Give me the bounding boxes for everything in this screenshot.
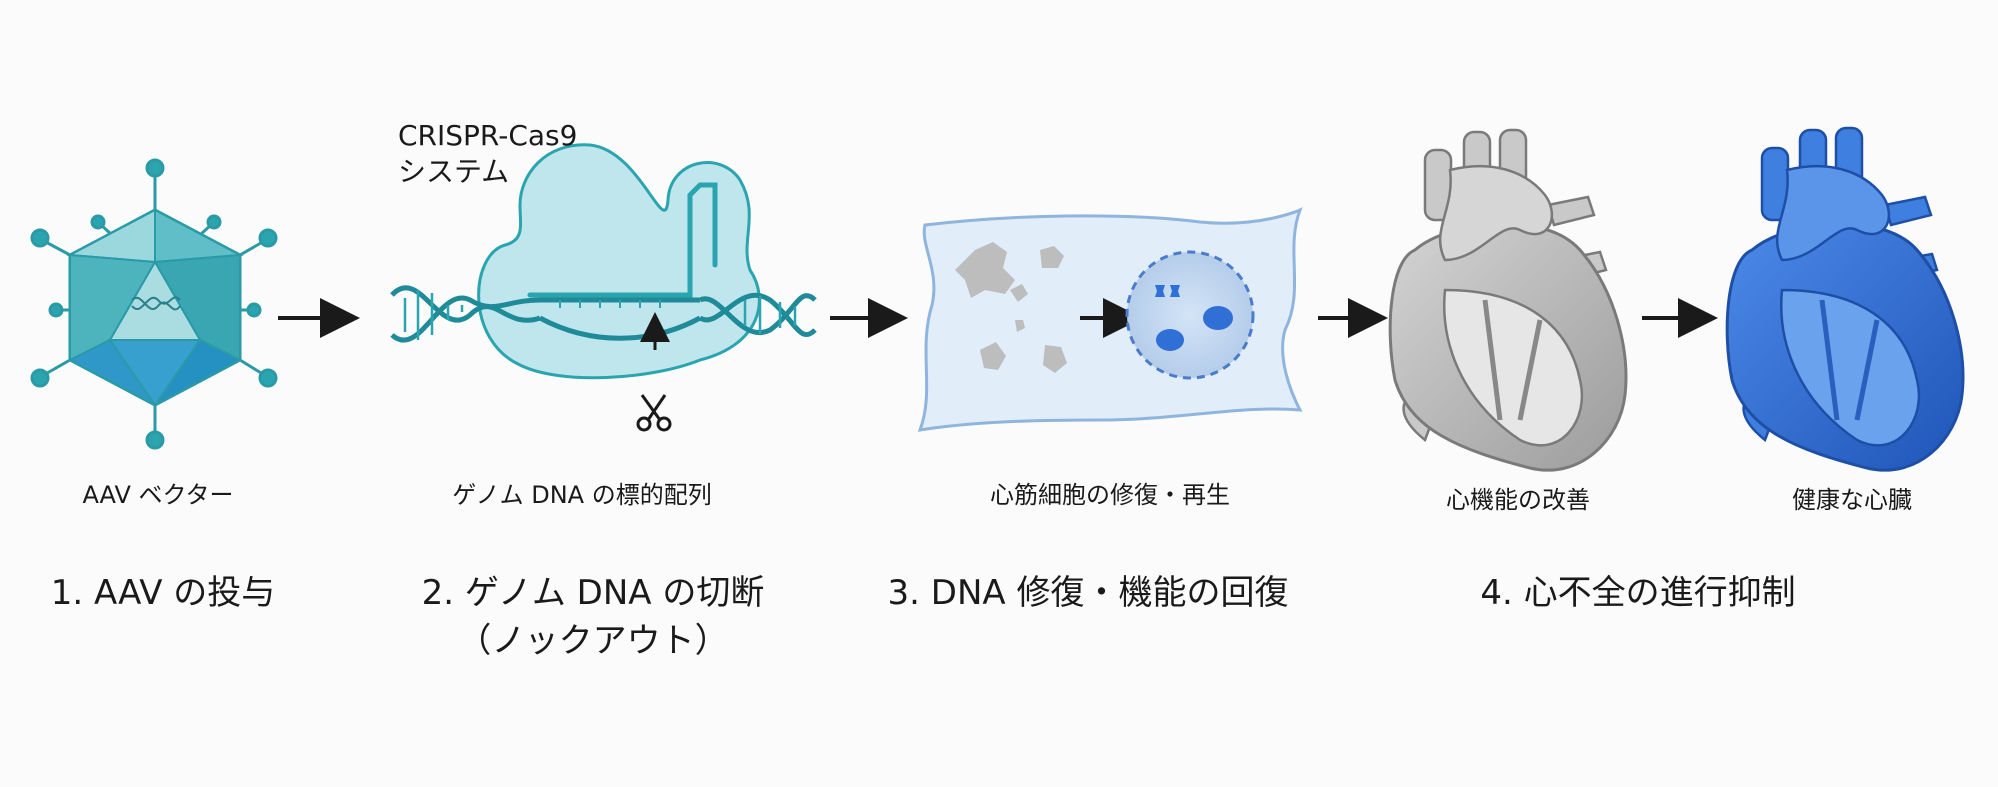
dna-icon: [131, 296, 181, 311]
step-1-title: 1. AAV の投与: [50, 573, 276, 613]
heart-improved-icon: [1388, 128, 1628, 472]
caption-improve: 心機能の改善: [1446, 486, 1590, 514]
step-2-title-line2: （ノックアウト）: [457, 621, 729, 661]
crispr-cas9-icon: [390, 143, 817, 432]
caption-healthy: 健康な心臓: [1792, 486, 1912, 514]
step-2-title: 2. ゲノム DNA の切断 （ノックアウト）: [422, 569, 765, 665]
scissors-icon: [636, 394, 672, 432]
step-4-title: 4. 心不全の進行抑制: [1480, 573, 1796, 613]
cardiomyocyte-icon: [917, 207, 1303, 432]
crispr-label: CRISPR-Cas9 システム: [398, 118, 577, 190]
step-2-title-line1: 2. ゲノム DNA の切断: [421, 573, 765, 613]
caption-dna-target: ゲノム DNA の標的配列: [452, 481, 712, 509]
crispr-label-line1: CRISPR-Cas9: [398, 119, 578, 152]
step-3-title: 3. DNA 修復・機能の回復: [887, 573, 1289, 613]
caption-repair: 心筋細胞の修復・再生: [990, 481, 1230, 509]
caption-aav: AAV ベクター: [82, 481, 234, 509]
aav-vector-icon: [30, 158, 278, 450]
healthy-heart-icon: [1725, 126, 1965, 472]
crispr-label-line2: システム: [398, 155, 510, 188]
